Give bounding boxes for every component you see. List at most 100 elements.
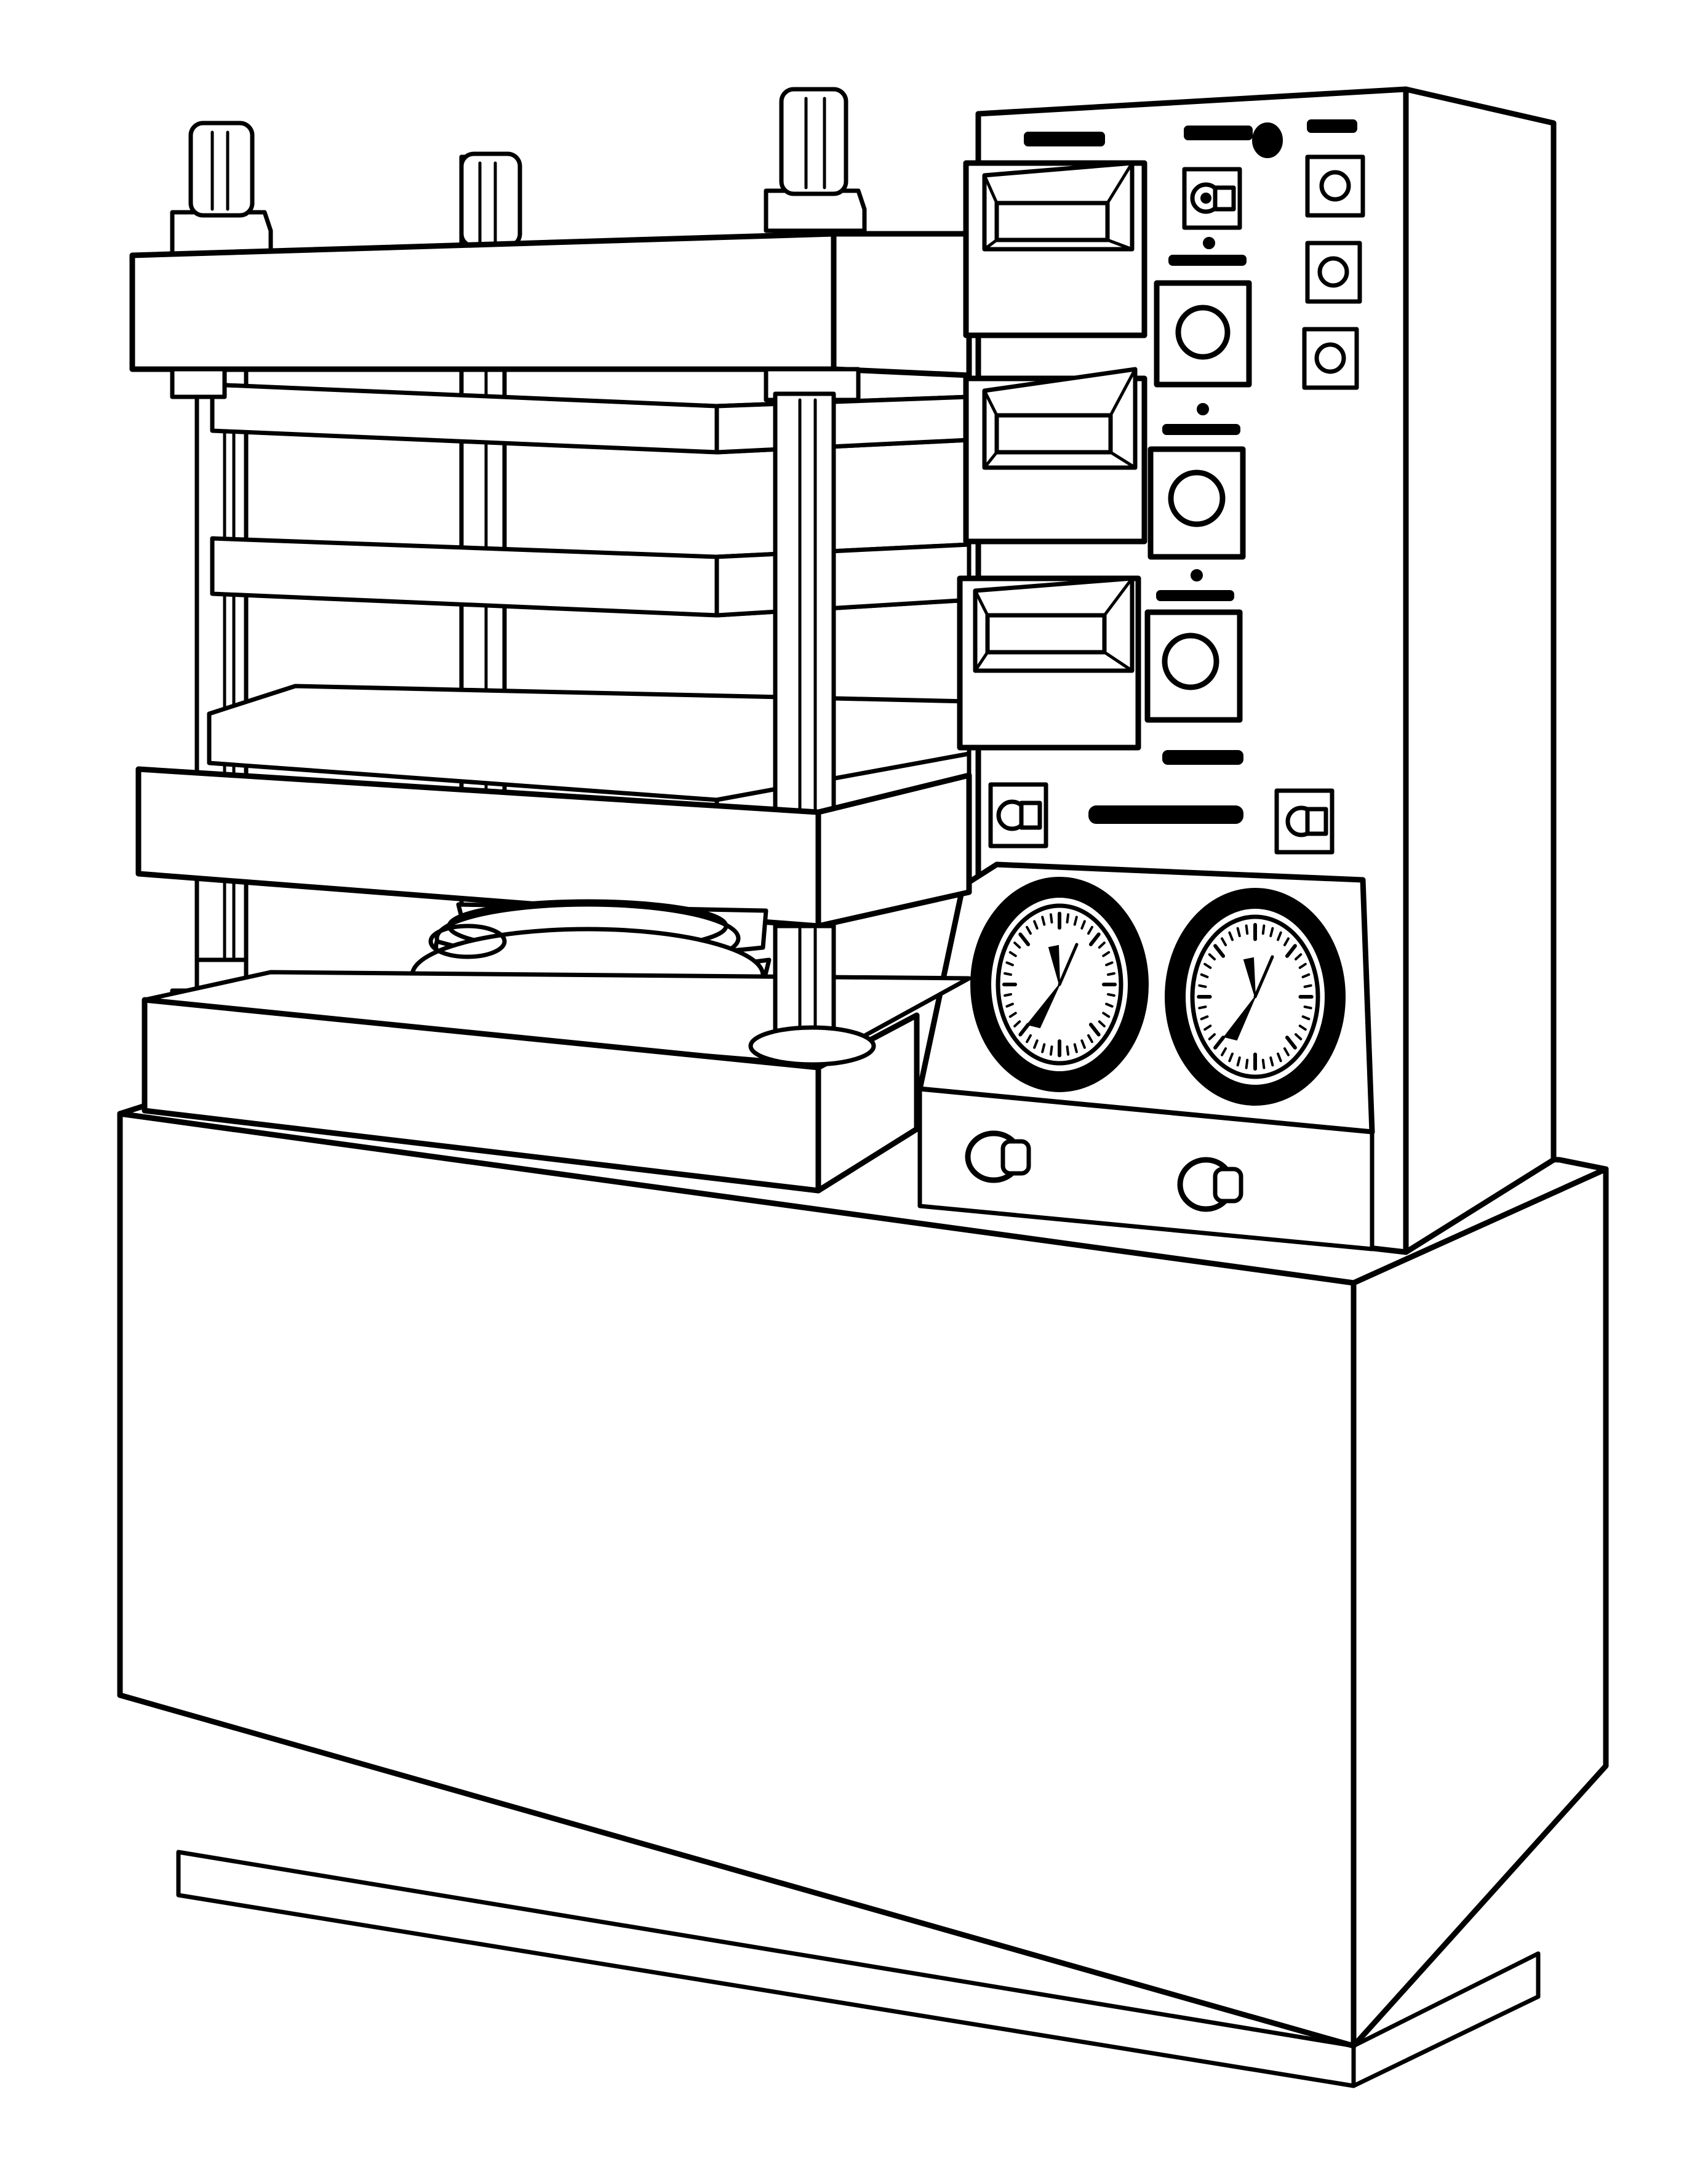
gauge-tick — [1004, 972, 1012, 976]
cabinet-plinth-side — [1351, 1951, 1541, 2088]
gauge-tick — [1298, 962, 1307, 969]
knob-panel — [917, 1087, 1375, 1252]
gauge-tick — [1283, 1047, 1290, 1056]
gauge-tick — [1033, 1039, 1039, 1049]
gauge-tick — [1203, 962, 1212, 969]
gauge-tick — [1269, 1056, 1274, 1067]
gauge-tick — [1066, 913, 1070, 924]
gauge-tick — [1236, 1056, 1241, 1067]
gauge-tick — [1066, 1045, 1070, 1056]
gauge-tick — [1013, 941, 1021, 949]
gauge-tick — [1105, 1002, 1114, 1008]
gauge-tick — [1107, 993, 1115, 997]
gauge-tick — [1049, 1045, 1053, 1056]
temperature-controller-3[interactable] — [957, 575, 1141, 751]
indicator-button-2[interactable] — [1305, 241, 1362, 304]
gauge-tick — [1200, 1015, 1209, 1021]
top-nut-left — [170, 121, 273, 258]
gauge-tick — [1303, 1005, 1312, 1010]
gauge-tick — [1221, 1047, 1227, 1056]
pressure-knob-right[interactable] — [1177, 1157, 1243, 1212]
moving-platen-side — [815, 772, 972, 929]
gauge-tick — [1208, 953, 1216, 960]
gauge-tick — [1245, 1058, 1249, 1069]
gauge-tick — [1080, 920, 1086, 930]
gauge-tick — [1008, 951, 1017, 957]
gauge-tick — [1261, 1058, 1266, 1069]
gauge-tick — [1277, 931, 1282, 941]
gauge-tick — [1245, 924, 1249, 935]
right-pressure-gauge — [1165, 888, 1346, 1106]
gauge-tick — [1107, 972, 1115, 976]
indicator-button-1[interactable] — [1305, 154, 1365, 218]
gauge-tick — [1087, 925, 1093, 935]
gauge-tick — [1026, 1034, 1032, 1044]
gauge-tick — [1073, 916, 1078, 926]
gauge-tick — [1285, 944, 1297, 958]
gauge-tick — [1221, 937, 1227, 946]
key-switch[interactable] — [1182, 167, 1242, 230]
gauge-tick — [1213, 1036, 1226, 1050]
gauge-tick — [1098, 1020, 1106, 1028]
gauge-tick — [1285, 1036, 1297, 1050]
heater-button-2[interactable] — [1147, 403, 1246, 560]
gauge-tick — [1303, 984, 1312, 988]
top-nut-middle — [459, 151, 522, 249]
gauge-tick — [1041, 1043, 1046, 1053]
panel-label-plate — [1307, 119, 1357, 133]
gauge-tick — [1041, 916, 1046, 926]
gauge-tick — [1208, 1033, 1216, 1040]
gauge-tick — [1008, 1012, 1017, 1018]
gauge-tick — [1102, 1012, 1111, 1018]
gauge-tick — [1200, 973, 1209, 978]
gauge-tick — [1198, 984, 1207, 988]
gauge-tick — [1087, 1034, 1093, 1044]
gauge-tick — [1088, 932, 1101, 946]
gauge-tick — [1298, 1024, 1307, 1031]
gauge-tick — [1198, 1005, 1207, 1010]
pilot-switch-right[interactable] — [1274, 788, 1335, 855]
panel-label-plate — [1088, 805, 1243, 824]
gauge-tick — [1018, 932, 1031, 946]
gauge-tick — [1098, 941, 1106, 949]
gauge-tick — [1005, 961, 1014, 967]
crown-front — [129, 231, 837, 372]
control-tower-side — [1403, 86, 1557, 1255]
gauge-tick — [1004, 993, 1012, 997]
top-crown — [129, 87, 972, 378]
indicator-button-3[interactable] — [1302, 327, 1359, 390]
gauge-tick — [1236, 927, 1241, 938]
gauge-tick — [1228, 931, 1234, 941]
gauge-tick — [1005, 1002, 1014, 1008]
gauge-tick — [1213, 944, 1226, 958]
gauge-tick — [1228, 1052, 1234, 1063]
indicator-lamp — [1252, 122, 1283, 158]
gauge-tick — [1013, 1020, 1021, 1028]
gauge-tick — [1105, 961, 1114, 967]
gauge-tick — [1049, 913, 1053, 924]
temperature-controller-2[interactable] — [963, 367, 1147, 545]
gauge-tick — [1018, 1023, 1031, 1037]
gauge-tick — [1269, 927, 1274, 938]
control-panel — [957, 119, 1365, 1212]
gauge-tick — [1277, 1052, 1282, 1063]
gauge-tick — [1088, 1023, 1101, 1037]
temperature-controller-1[interactable] — [963, 160, 1147, 338]
pressure-knob-left[interactable] — [965, 1130, 1031, 1183]
gauge-tick — [1295, 953, 1303, 960]
pilot-switch-left[interactable] — [988, 782, 1048, 848]
press-bed — [142, 924, 972, 1194]
gauge-tick — [1026, 925, 1032, 935]
heater-button-1[interactable] — [1154, 237, 1252, 388]
panel-label-plate — [1184, 126, 1253, 140]
gauge-tick — [1261, 924, 1266, 935]
moving-platen — [135, 766, 972, 929]
heater-button-3[interactable] — [1144, 569, 1243, 723]
gauge-tick — [1301, 1015, 1311, 1021]
gauge-tick — [1283, 937, 1290, 946]
gauge-tick — [1080, 1039, 1086, 1049]
crown-side — [831, 231, 972, 378]
top-nut-right — [764, 87, 867, 233]
gauge-tick — [1033, 920, 1039, 930]
